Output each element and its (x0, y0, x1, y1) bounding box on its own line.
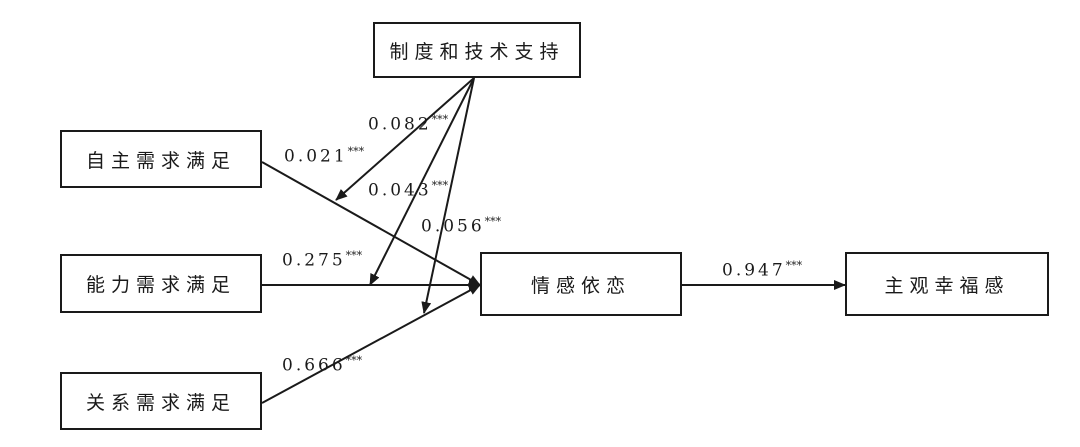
coef-attachment-wellbeing: 0.947*** (722, 260, 802, 280)
coef-relatedness-attachment: 0.666*** (282, 355, 362, 375)
moderation-arrow-autonomy-path (335, 77, 475, 201)
coef-sig: *** (345, 354, 363, 367)
coef-sig: *** (484, 215, 502, 228)
arrow-relatedness-to-attachment (261, 284, 481, 404)
coef-autonomy-attachment: 0.021*** (284, 146, 364, 166)
coef-support-relatedness: 0.056*** (421, 216, 501, 236)
coef-value: 0.666 (282, 355, 346, 376)
coef-competence-attachment: 0.275*** (282, 250, 362, 270)
coef-sig: *** (431, 179, 449, 192)
node-support: 制度和技术支持 (373, 22, 581, 78)
moderation-arrow-relatedness-path (421, 77, 475, 314)
node-attachment: 情感依恋 (480, 252, 682, 316)
arrow-autonomy-to-attachment (261, 161, 481, 286)
coef-value: 0.056 (421, 216, 485, 237)
node-autonomy: 自主需求满足 (60, 130, 262, 188)
coef-value: 0.275 (282, 250, 346, 271)
coef-value: 0.082 (368, 114, 432, 135)
coef-sig: *** (345, 249, 363, 262)
node-wellbeing: 主观幸福感 (845, 252, 1049, 316)
node-relatedness: 关系需求满足 (60, 372, 262, 430)
coef-support-autonomy: 0.082*** (368, 114, 448, 134)
coef-sig: *** (785, 259, 803, 272)
coef-support-competence: 0.043*** (368, 180, 448, 200)
coef-sig: *** (431, 113, 449, 126)
coef-sig: *** (347, 145, 365, 158)
coef-value: 0.947 (722, 260, 786, 281)
moderation-arrow-competence-path (369, 77, 475, 286)
coef-value: 0.021 (284, 146, 348, 167)
node-competence: 能力需求满足 (60, 254, 262, 313)
coef-value: 0.043 (368, 180, 432, 201)
